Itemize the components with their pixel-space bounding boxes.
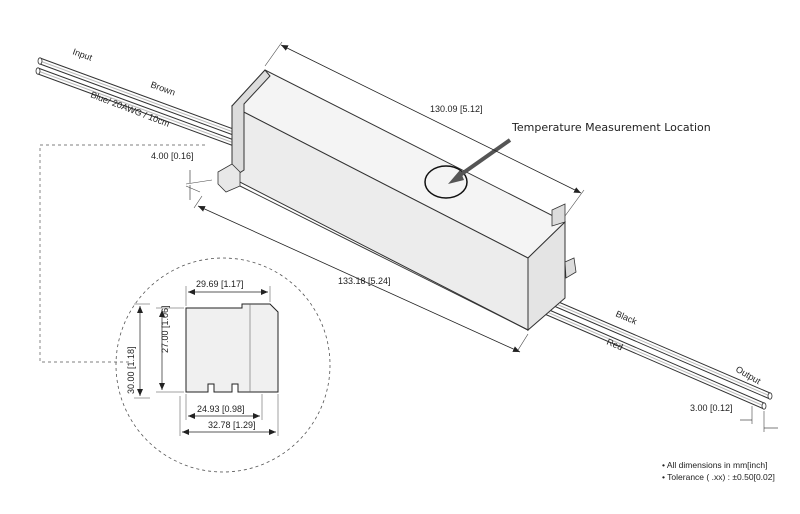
notes-units: • All dimensions in mm[inch] <box>662 460 768 470</box>
section-total-height-label: 30.00 [1.18] <box>126 346 136 394</box>
notes-tolerance: • Tolerance ( .xx) : ±0.50[0.02] <box>662 472 775 482</box>
tab-height-dimension: 4.00 [0.16] <box>151 151 213 200</box>
black-wire-label: Black <box>614 309 639 327</box>
section-body-height-label: 27.00 [1.06] <box>160 305 170 353</box>
top-length-label: 130.09 [5.12] <box>430 104 483 114</box>
section-total-width-label: 32.78 [1.29] <box>208 420 256 430</box>
bottom-length-label: 133.18 [5.24] <box>338 276 391 286</box>
output-wires <box>539 293 773 410</box>
brown-wire-label: Brown <box>149 79 176 97</box>
input-label: Input <box>71 46 94 62</box>
temperature-label: Temperature Measurement Location <box>511 121 711 134</box>
drawing-notes: • All dimensions in mm[inch] • Tolerance… <box>662 459 775 483</box>
output-label: Output <box>734 364 763 386</box>
blue-wire-label: Blue/ 20AWG / 10cm <box>89 90 171 129</box>
cross-section-detail: 29.69 [1.17] 27.00 [1.06] 30.00 [1.18] 2… <box>115 257 331 473</box>
bottom-length-dimension: 133.18 [5.24] <box>193 195 529 353</box>
led-driver-housing <box>217 69 577 332</box>
wire-spacing-label: 3.00 [0.12] <box>690 403 733 413</box>
red-wire-label: Red <box>605 337 624 353</box>
tab-height-label: 4.00 [0.16] <box>151 151 194 161</box>
section-leader <box>39 144 205 363</box>
section-inner-width-label: 24.93 [0.98] <box>197 404 245 414</box>
top-length-dimension: 130.09 [5.12] <box>264 41 585 217</box>
section-top-width-label: 29.69 [1.17] <box>196 279 244 289</box>
input-wires <box>35 57 237 147</box>
wire-spacing-dimension: 3.00 [0.12] <box>690 403 778 432</box>
